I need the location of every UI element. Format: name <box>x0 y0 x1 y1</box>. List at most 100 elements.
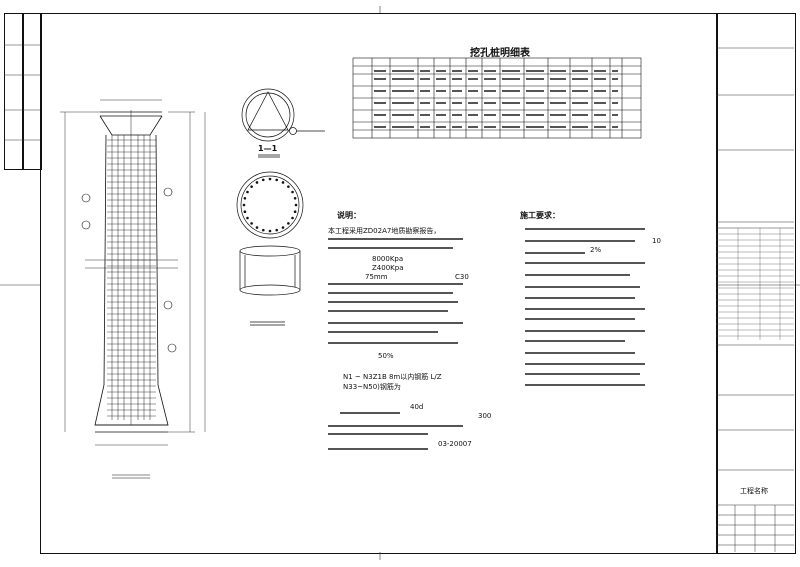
project-name-label: 工程名称 <box>740 487 768 495</box>
table-cell-text <box>572 90 588 92</box>
table-cell-text <box>484 70 496 72</box>
table-cell-text <box>612 126 618 128</box>
rebar-dot <box>287 185 290 188</box>
note-text-line <box>328 310 448 312</box>
construction-text-line <box>525 274 630 276</box>
note-text-line <box>328 322 463 324</box>
note-text-line <box>328 342 458 344</box>
table-cell-text <box>572 114 588 116</box>
note-line-1: 本工程采用ZD02A7地质勘察报告， <box>328 227 441 235</box>
table-cell-text <box>392 90 414 92</box>
construction-value-10: 10 <box>652 237 661 245</box>
table-cell-text <box>484 90 496 92</box>
table-cell-text <box>502 78 520 80</box>
table-cell-text <box>594 90 606 92</box>
table-cell-text <box>502 126 520 128</box>
table-cell-text <box>550 70 566 72</box>
construction-text-line <box>525 240 635 242</box>
note-value-c30: C30 <box>455 273 469 281</box>
table-cell-text <box>594 78 606 80</box>
callouts <box>81 187 177 353</box>
note-value-40d: 40d <box>410 403 424 411</box>
title-block-grid <box>716 228 794 340</box>
note-value-50pct: 50% <box>378 352 394 360</box>
table-cell-text <box>374 126 386 128</box>
table-cell-text <box>612 70 618 72</box>
table-cell-text <box>468 70 478 72</box>
rebar-dots <box>242 177 298 233</box>
table-cell-text <box>594 114 606 116</box>
construction-text-line <box>525 340 625 342</box>
table-cell-text <box>374 78 386 80</box>
rebar-dot <box>243 196 247 200</box>
rebar-dot <box>293 196 297 200</box>
rebar-dot <box>268 177 272 181</box>
drawing-border <box>40 13 718 554</box>
table-cell-text <box>550 114 566 116</box>
table-cell-text <box>420 114 430 116</box>
section-1-1 <box>241 88 325 158</box>
construction-text-line <box>525 228 645 230</box>
construction-text-line <box>525 373 640 375</box>
table-cell-text <box>502 102 520 104</box>
table-cell-text <box>452 114 462 116</box>
construction-text-line <box>525 308 645 310</box>
rebar-dot <box>243 210 247 214</box>
table-cell-text <box>374 102 386 104</box>
construction-text-line <box>525 252 585 254</box>
table-title: 挖孔桩明细表 <box>470 48 530 59</box>
table-cell-text <box>526 114 544 116</box>
construction-text-line <box>525 330 645 332</box>
table-cell-text <box>502 90 520 92</box>
note-text-line <box>328 283 463 285</box>
table-cell-text <box>452 126 462 128</box>
table-cell-text <box>392 126 414 128</box>
table-cell-text <box>468 78 478 80</box>
note-rebar-line-2: N33~N50)钢筋为 <box>343 383 401 391</box>
table-cell-text <box>572 102 588 104</box>
rebar-dot <box>294 203 298 207</box>
table-cell-text <box>526 102 544 104</box>
table-cell-text <box>392 70 414 72</box>
dimension-lines <box>60 99 206 446</box>
rebar-dot <box>293 210 297 214</box>
note-value-75mm: 75mm <box>365 273 388 281</box>
table-cell-text <box>374 114 386 116</box>
table-cell-text <box>572 78 588 80</box>
section-1-1-label: 1—1 <box>258 144 278 153</box>
table-cell-text <box>374 90 386 92</box>
construction-text-line <box>525 363 645 365</box>
table-cell-text <box>452 90 462 92</box>
construction-text-line <box>525 286 640 288</box>
elevation-label <box>112 474 150 479</box>
table-cell-text <box>526 126 544 128</box>
table-cell-text <box>452 78 462 80</box>
note-value-z400: Z400Kpa <box>372 264 404 272</box>
table-cell-text <box>612 90 618 92</box>
note-text-line <box>328 292 453 294</box>
stirrups <box>107 139 156 417</box>
note-text-line <box>328 247 453 249</box>
construction-value-2pct: 2% <box>590 246 602 254</box>
table-cell-text <box>374 70 386 72</box>
rebar-dot <box>246 190 249 194</box>
rebar-dot <box>281 226 285 229</box>
construction-text-line <box>525 384 645 386</box>
note-text-line <box>328 433 428 435</box>
table-cell-text <box>436 90 446 92</box>
construction-heading: 施工要求： <box>520 211 560 220</box>
rebar-dot <box>287 222 290 225</box>
table-cell-text <box>502 114 520 116</box>
reinforcement-cage <box>111 110 151 425</box>
rebar-dot <box>275 178 279 182</box>
rebar-dot <box>275 228 279 232</box>
note-standard-code: 03-20007 <box>438 440 472 448</box>
section-rebar-ring <box>236 171 304 239</box>
table-cell-text <box>420 102 430 104</box>
rebar-dot <box>268 229 272 233</box>
table-cell-text <box>594 102 606 104</box>
ring-elevation <box>239 245 301 326</box>
note-text-line <box>328 331 438 333</box>
table-cell-text <box>436 78 446 80</box>
